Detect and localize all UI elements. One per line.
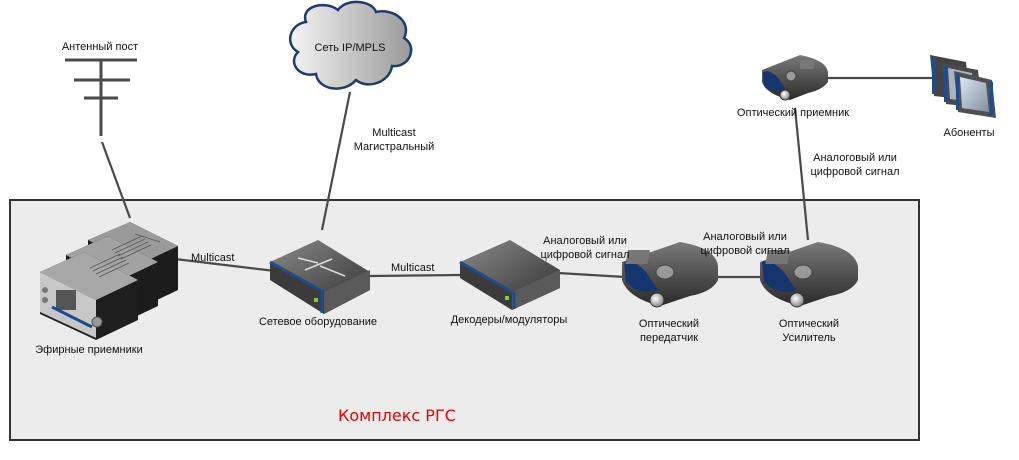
edge-label-cloud-switch-line2: Магистральный — [353, 141, 435, 153]
optical-receiver-icon[interactable] — [762, 55, 828, 101]
edge-label-amp-rx-line2: цифровой сигнал — [810, 166, 900, 178]
edge-label-amp-rx-line1: Аналоговый или — [813, 152, 897, 164]
cloud-label: Сеть IP/MPLS — [314, 42, 386, 54]
edge-antenna-receivers — [100, 141, 132, 219]
tx-label-line2: передатчик — [639, 332, 699, 344]
decoders-label: Декодеры/модуляторы — [450, 314, 568, 326]
network-switch-icon[interactable] — [269, 240, 370, 314]
edge-cloud-switch — [320, 91, 352, 231]
edge-decoders-tx — [557, 271, 626, 279]
subscribers-label: Абоненты — [943, 127, 995, 139]
region-title: Комплекс РГС — [338, 406, 456, 425]
edge-label-switch-decoders: Multicast — [391, 262, 435, 274]
tv-monitors-icon[interactable] — [930, 55, 996, 118]
amp-label-line1: Оптический — [778, 318, 840, 330]
edge-switch-decoders — [369, 273, 461, 278]
edge-label-tx-amp-line1: Аналоговый или — [703, 231, 787, 243]
edge-label-decoders-tx-line2: цифровой сигнал — [540, 249, 630, 261]
edge-receivers-switch — [174, 257, 276, 273]
edge-label-cloud-switch-line1: Multicast — [372, 127, 416, 139]
rack-device-icon[interactable] — [459, 240, 560, 310]
antenna-icon — [65, 58, 137, 136]
optical-amplifier-icon[interactable] — [760, 242, 858, 308]
broadcast-receiver-icon[interactable] — [40, 222, 178, 340]
cloud-icon[interactable] — [288, 0, 413, 90]
edge-label-receivers-switch: Multicast — [191, 252, 235, 264]
antenna-label: Антенный пост — [61, 41, 139, 53]
edge-label-decoders-tx-line1: Аналоговый или — [543, 235, 627, 247]
tx-label-line1: Оптический — [638, 318, 700, 330]
amp-label-line2: Усилитель — [782, 332, 836, 344]
optical-transmitter-icon[interactable] — [622, 242, 718, 308]
switch-label: Сетевое оборудование — [258, 316, 378, 328]
edge-label-tx-amp-line2: цифровой сигнал — [700, 245, 790, 257]
edge-amp-rx — [793, 107, 810, 241]
receivers-label: Эфирные приемники — [35, 344, 143, 356]
rx-label: Оптический приемник — [736, 107, 850, 119]
